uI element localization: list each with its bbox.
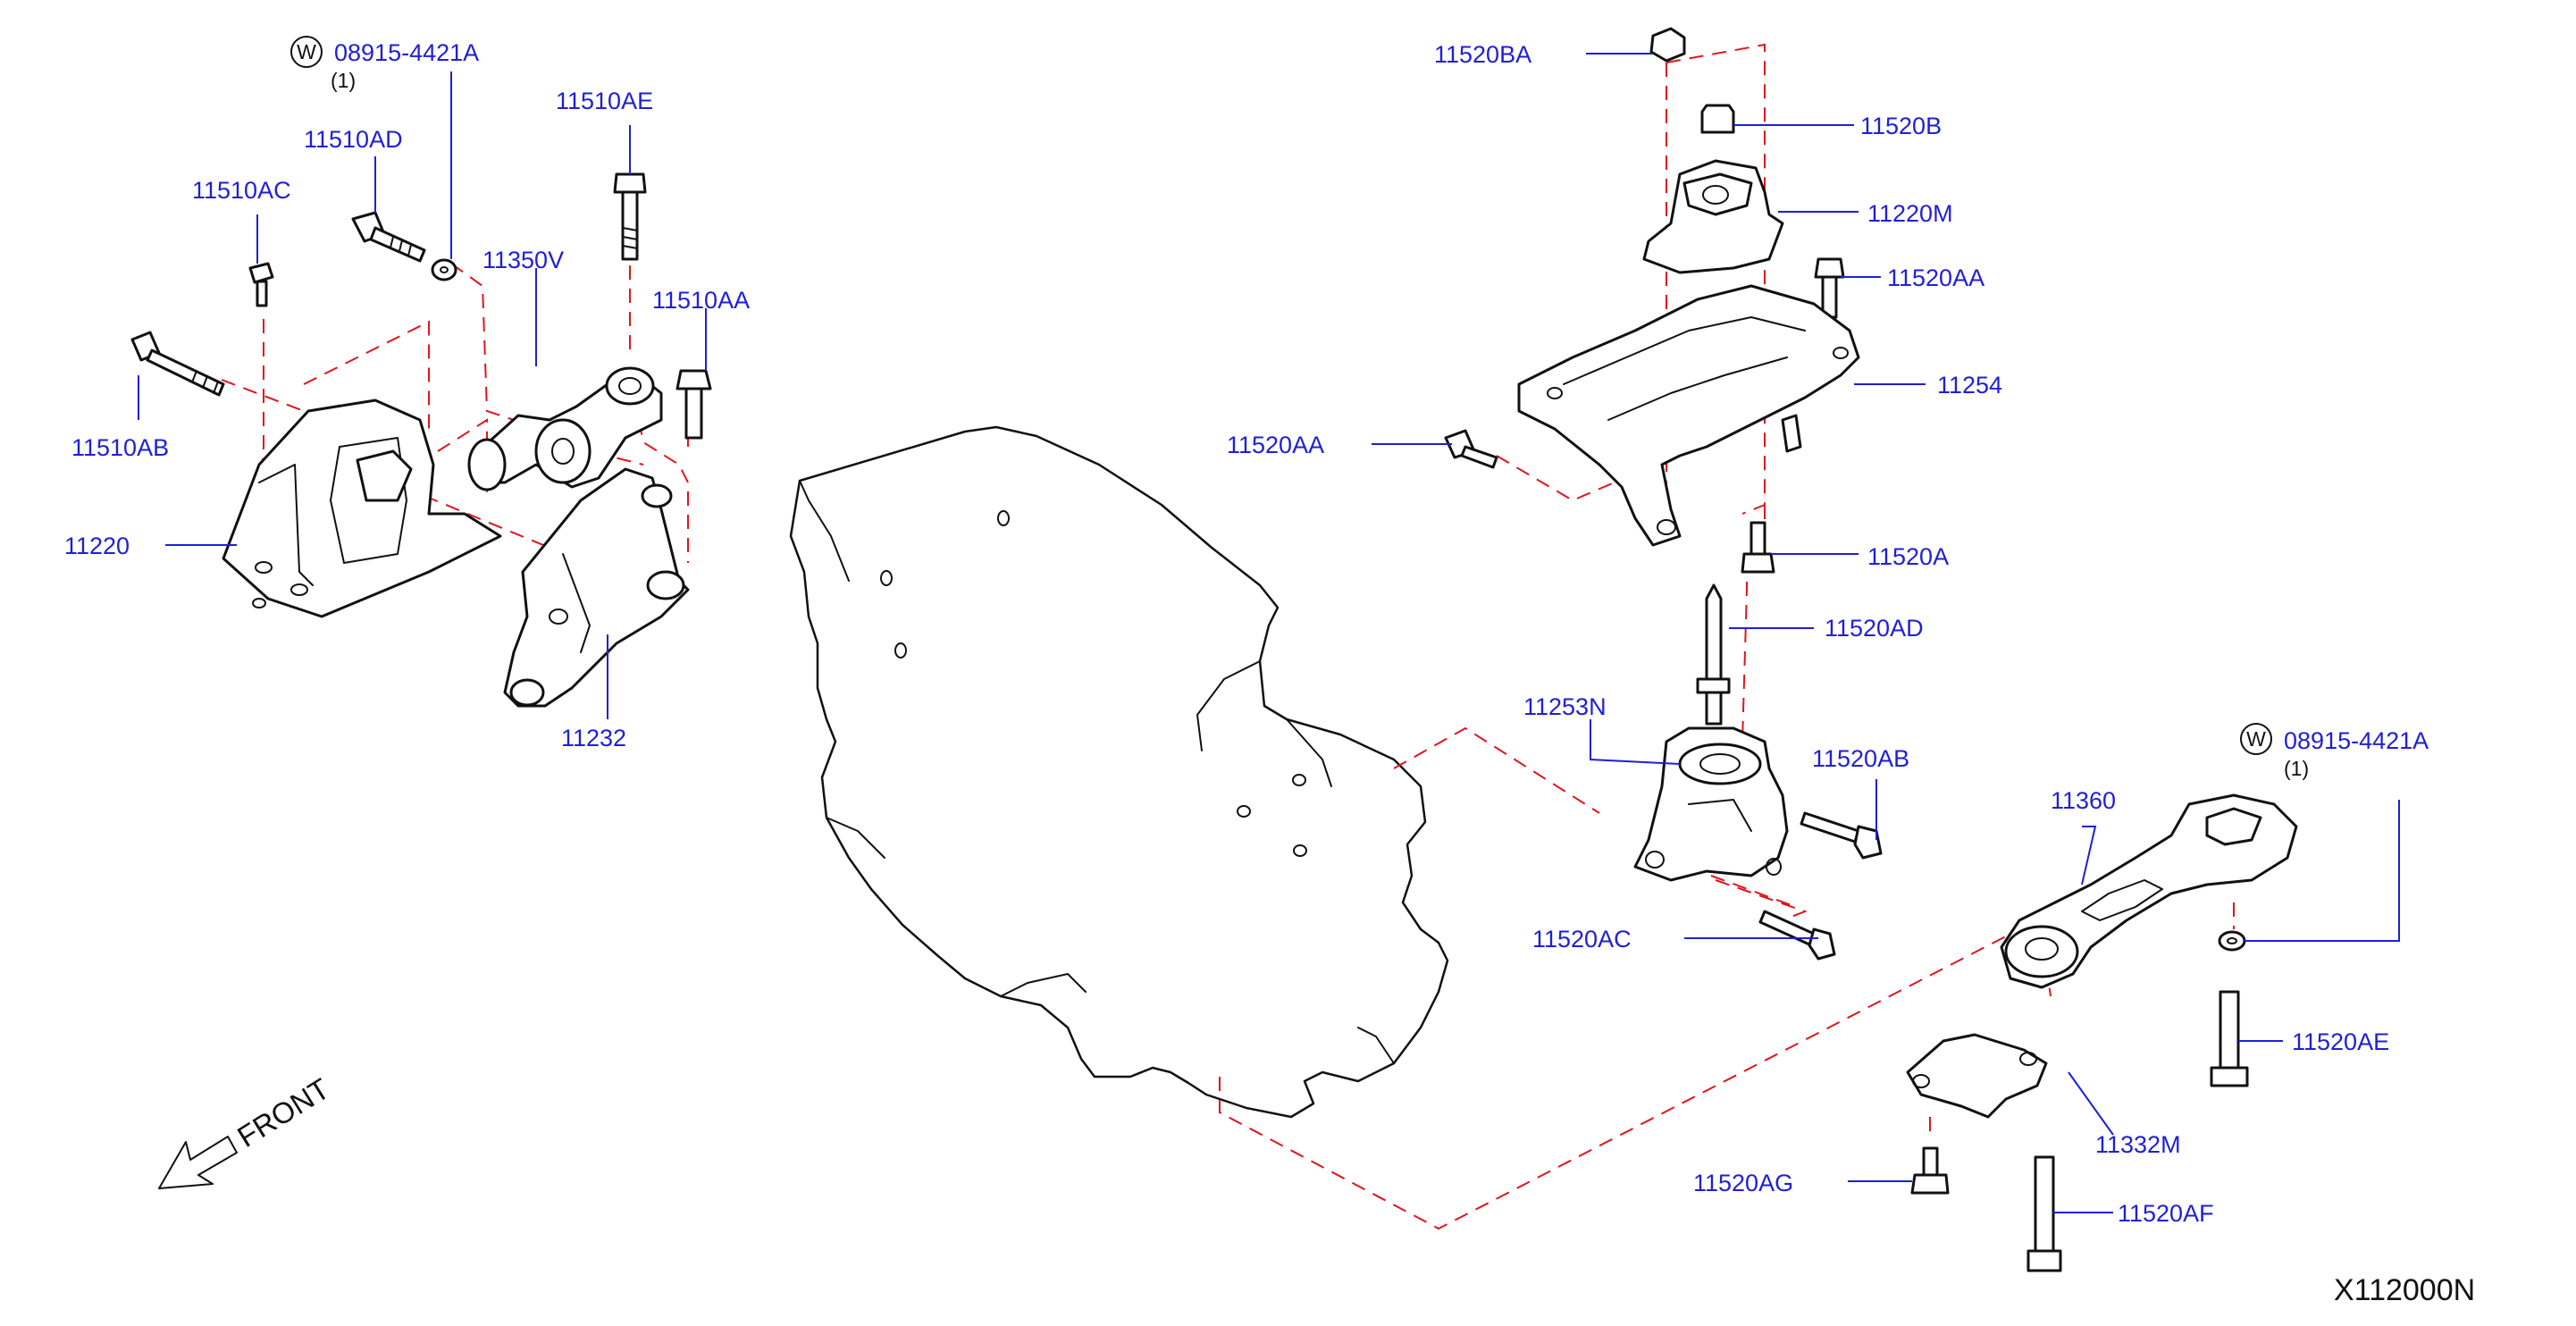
bolt-11510AE: [613, 172, 647, 261]
front-label: FRONT: [231, 1071, 335, 1154]
label-11220M: 11220M: [1867, 200, 1953, 227]
bracket-11332M: [1906, 1033, 2048, 1119]
label-11510AC: 11510AC: [192, 177, 291, 204]
label-11520AE: 11520AE: [2292, 1028, 2389, 1055]
label-11520A: 11520A: [1867, 543, 1949, 570]
label-11360: 11360: [2051, 787, 2116, 814]
torque-rod-11350V: [467, 366, 663, 491]
label-11520AD: 11520AD: [1825, 615, 1924, 642]
washer-callout-top: W 08915-4421A (1): [290, 36, 479, 92]
bracket-11253N: [1633, 726, 1789, 882]
label-11510AB: 11510AB: [71, 434, 169, 461]
mount-bracket-11254: [1517, 284, 1860, 547]
bracket-11232: [503, 467, 690, 708]
diagram-reference-code: X112000N: [2334, 1273, 2475, 1307]
bolt-11520AG: [1910, 1146, 1950, 1195]
label-11520AG: 11520AG: [1693, 1170, 1793, 1196]
bolt-11510AA: [675, 369, 712, 440]
label-11510AE: 11510AE: [556, 88, 653, 114]
label-11520BA: 11520BA: [1434, 41, 1531, 68]
bolt-11520AA-right: [1814, 257, 1845, 319]
stud-11520AD: [1696, 583, 1731, 726]
bolt-11510AD: [351, 211, 426, 263]
label-11520AB: 11520AB: [1812, 745, 1909, 772]
part-labels: W 08915-4421A (1) 11510AD 11510AE 11510A…: [64, 36, 2429, 1227]
label-11510AA: 11510AA: [652, 287, 750, 314]
label-11510AD: 11510AD: [304, 126, 403, 153]
bolt-11520AC: [1758, 910, 1836, 961]
front-direction-indicator: FRONT: [158, 1071, 335, 1189]
insulator-11220M: [1642, 159, 1784, 274]
washer-top-left: [431, 258, 457, 281]
label-11232: 11232: [561, 725, 626, 751]
label-08915-4421A-bottom: 08915-4421A: [2284, 727, 2429, 754]
label-11520AA-left: 11520AA: [1227, 432, 1324, 458]
label-11220: 11220: [64, 533, 130, 559]
label-11253N: 11253N: [1523, 693, 1607, 720]
torque-rod-11360: [2000, 793, 2298, 989]
bolt-11520A: [1741, 521, 1775, 574]
washer-bottom-right: [2218, 930, 2246, 952]
qty-08915-4421A-bottom: (1): [2284, 757, 2309, 780]
washer-symbol-circle: [290, 36, 323, 68]
bolt-11520AB: [1800, 811, 1883, 860]
label-11520AA-right: 11520AA: [1887, 264, 1984, 291]
washer-symbol-top: W: [297, 40, 316, 63]
engine-block-outline: [789, 425, 1449, 1119]
label-11520AC: 11520AC: [1532, 926, 1632, 953]
washer-callout-bottom: W 08915-4421A (1): [2240, 723, 2429, 780]
washer-symbol-circle-bottom: [2240, 723, 2272, 755]
bolt-11520AF: [2026, 1155, 2062, 1272]
front-arrow-icon: [158, 1136, 238, 1189]
label-11520AF: 11520AF: [2118, 1200, 2214, 1227]
qty-08915-4421A-top: (1): [331, 69, 356, 92]
assembly-guide-lines: [221, 43, 2235, 1230]
callout-leader-lines: [138, 53, 2400, 1213]
label-08915-4421A-top: 08915-4421A: [334, 39, 479, 66]
label-11332M: 11332M: [2095, 1131, 2181, 1158]
label-11254: 11254: [1937, 372, 2002, 399]
engine-mount-11220: [222, 399, 502, 618]
label-11350V: 11350V: [482, 247, 564, 273]
bolt-11520AA-left: [1444, 429, 1498, 469]
bolt-11510AC: [248, 262, 274, 307]
bolt-11510AB: [130, 331, 225, 397]
washer-symbol-bottom: W: [2246, 727, 2266, 751]
bolt-11520AE: [2210, 990, 2249, 1087]
label-11520B: 11520B: [1860, 113, 1942, 139]
nut-11520BA: [1649, 27, 1686, 63]
cap-11520B: [1700, 104, 1735, 134]
